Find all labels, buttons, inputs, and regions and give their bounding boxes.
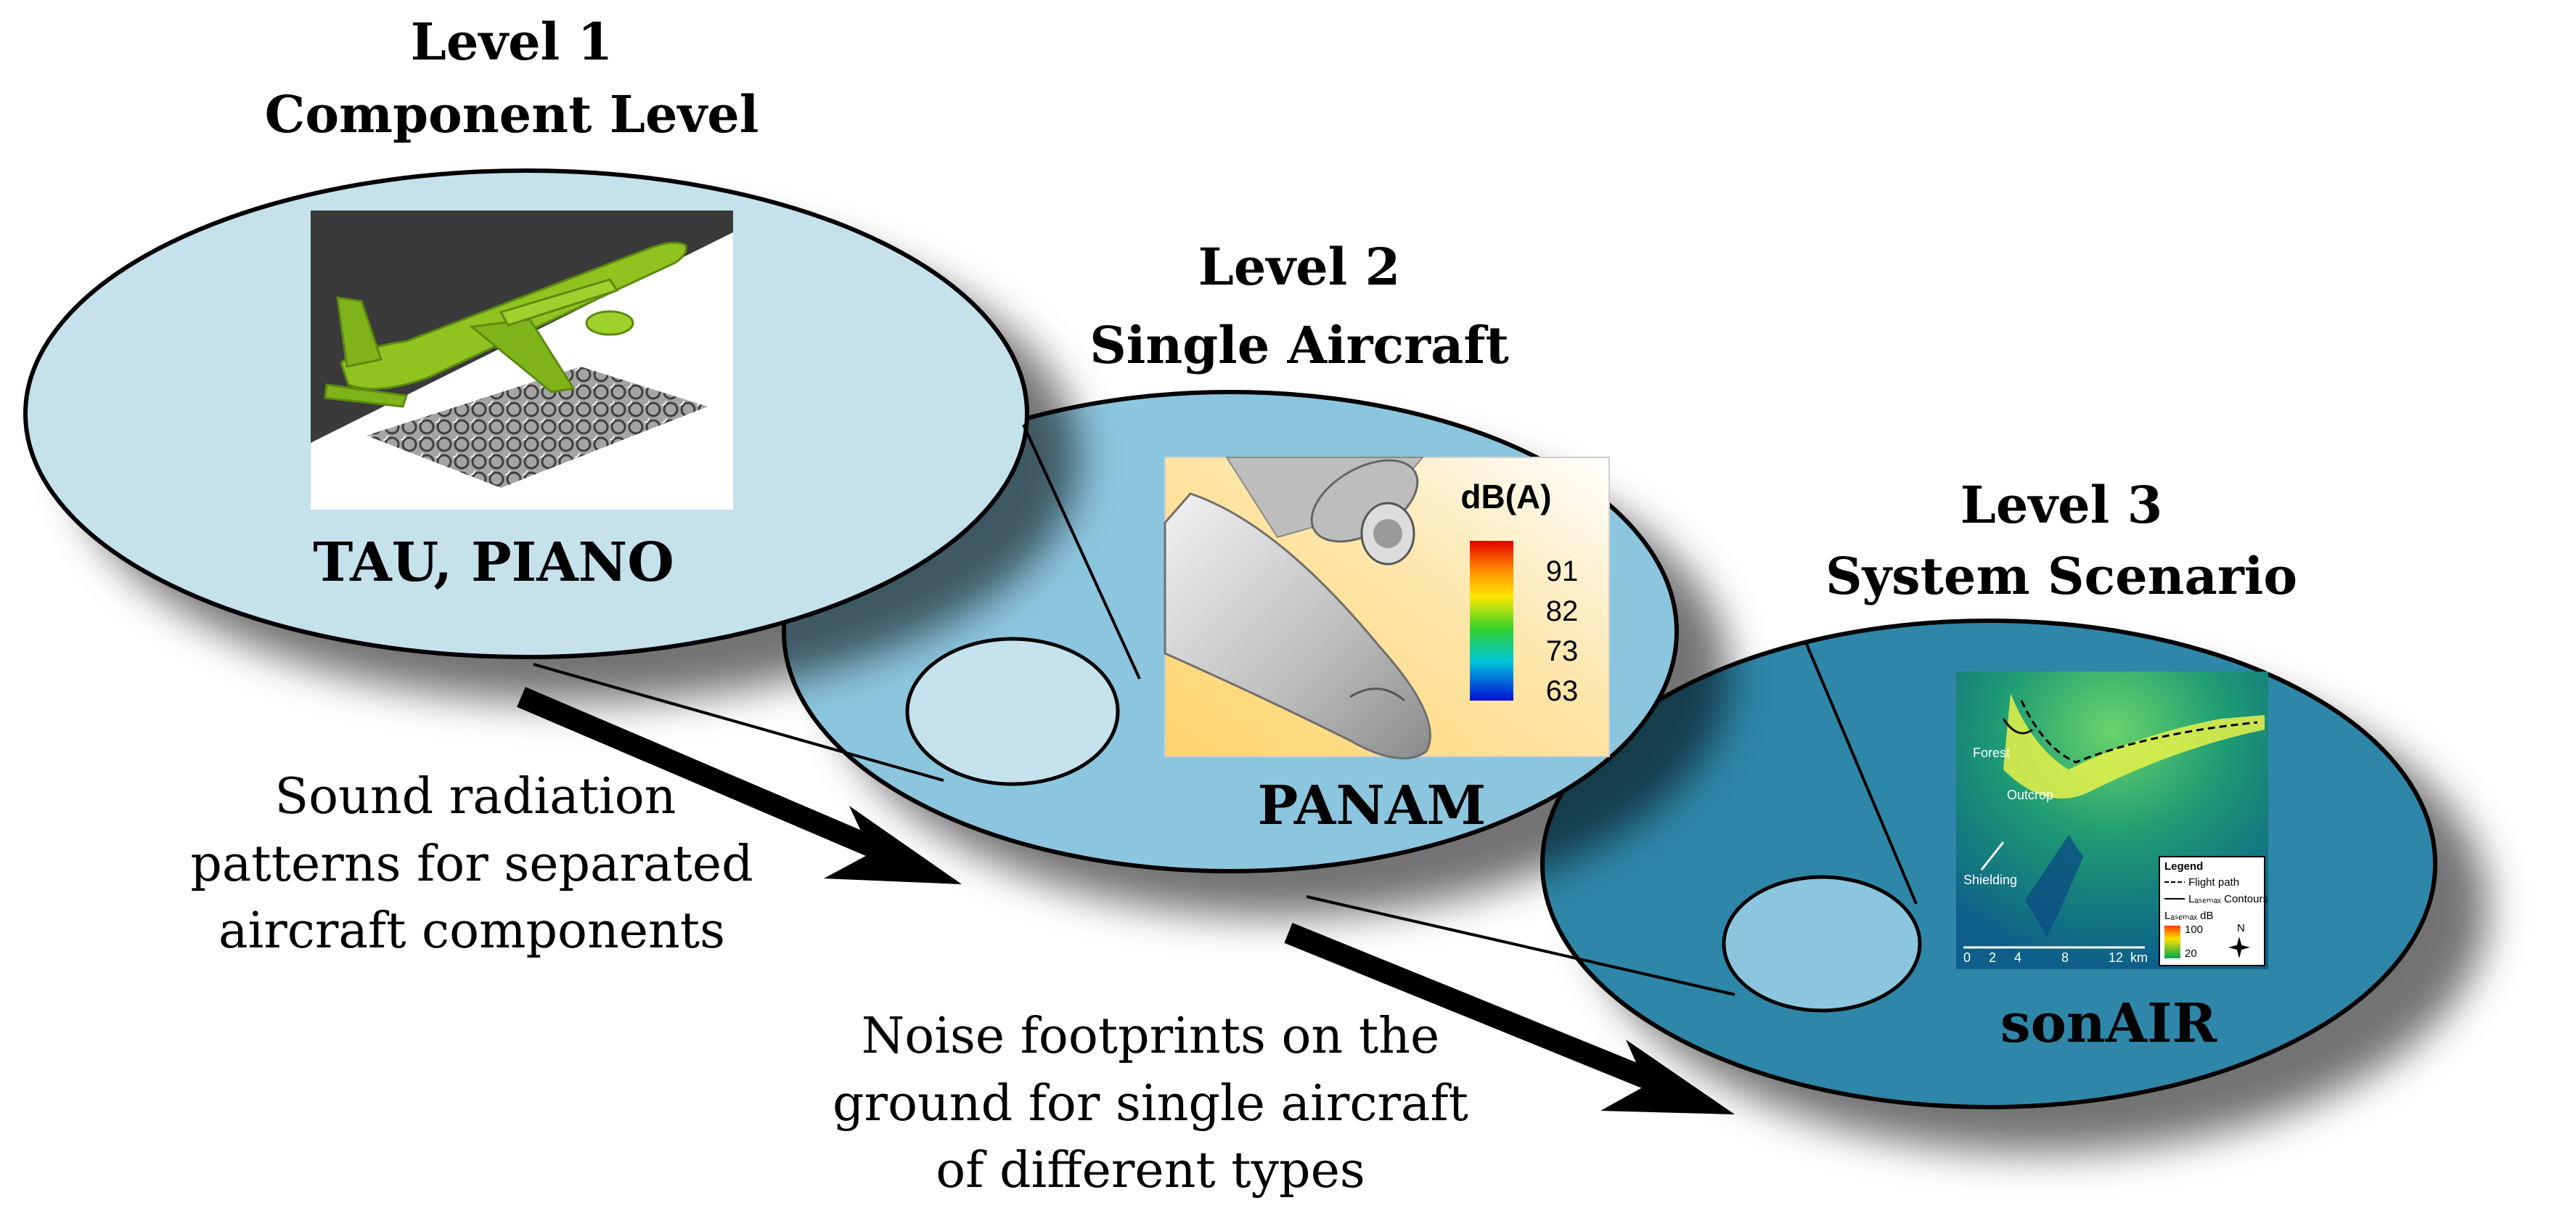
zoom-line-2a xyxy=(1804,642,1918,905)
level3-noise-map-image: Forest Outcrop Shielding Legend Flight p… xyxy=(1956,672,2268,969)
colorbar-unit: dB(A) xyxy=(1460,478,1551,515)
scale-tick-2: 2 xyxy=(1989,950,1996,965)
level2-title-line2: Single Aircraft xyxy=(1089,315,1509,375)
arrow2-line3: of different types xyxy=(936,1142,1365,1199)
scale-tick-0: 0 xyxy=(1963,950,1971,965)
map-label-forest: Forest xyxy=(1973,746,2010,760)
map-scale-bar: 0 2 4 8 12 km xyxy=(1963,946,2148,965)
map-legend-max: 100 xyxy=(2185,923,2203,936)
colorbar-tick-73: 73 xyxy=(1546,635,1579,667)
arrow-level2-to-level3 xyxy=(1284,923,1735,1114)
colorbar-tick-91: 91 xyxy=(1546,555,1579,587)
arrow2-line2: ground for single aircraft xyxy=(833,1075,1468,1133)
zoom-line-1a xyxy=(1022,424,1141,680)
map-legend-title: Legend xyxy=(2164,860,2203,873)
arrow-level1-to-level2 xyxy=(517,687,962,884)
level2-title-line1: Level 2 xyxy=(1198,237,1401,297)
level2-inset-ellipse xyxy=(905,637,1120,786)
arrow1-line1: Sound radiation xyxy=(275,768,676,825)
map-label-shielding: Shielding xyxy=(1963,873,2017,887)
airplane-tail xyxy=(336,296,383,368)
level2-tool-label: PANAM xyxy=(1258,775,1487,837)
scale-tick-4: 4 xyxy=(2014,950,2021,965)
level1-title-line2: Component Level xyxy=(265,84,759,144)
zoom-line-1b xyxy=(533,663,944,782)
noise-contour-band xyxy=(2003,693,2265,799)
map-label-outcrop: Outcrop xyxy=(2007,788,2053,802)
level1-simulation-image xyxy=(311,211,733,510)
decibel-colorbar: dB(A) 91 82 73 63 xyxy=(1460,478,1578,707)
level3-inset-ellipse xyxy=(1722,875,1922,1013)
map-legend-flight-path: Flight path xyxy=(2188,876,2239,889)
level1-tool-label: TAU, PIANO xyxy=(313,531,674,594)
level3-title-line2: System Scenario xyxy=(1825,546,2297,606)
level3-tool-label: sonAIR xyxy=(2000,992,2217,1055)
scale-unit: km xyxy=(2130,950,2148,965)
level1-title-line1: Level 1 xyxy=(411,12,613,72)
arrow1-line3: aircraft components xyxy=(218,902,725,960)
arrow1-line2: patterns for separated xyxy=(190,836,753,893)
arrow2-line1: Noise footprints on the xyxy=(862,1008,1439,1065)
map-legend-north: N xyxy=(2237,922,2245,934)
map-legend-min: 20 xyxy=(2185,947,2197,960)
level2-panam-image: dB(A) 91 82 73 63 xyxy=(1164,457,1610,760)
map-legend: Legend Flight path Lₐₛₑₘₐₓ Contours Lₐₛₑ… xyxy=(2159,856,2268,966)
colorbar-tick-82: 82 xyxy=(1546,595,1579,627)
arrow2-description: Noise footprints on the ground for singl… xyxy=(833,1008,1468,1199)
map-legend-contours: Lₐₛₑₘₐₓ Contours xyxy=(2188,893,2268,905)
panam-fuselage xyxy=(1164,492,1431,760)
arrow1-description: Sound radiation patterns for separated a… xyxy=(190,768,753,960)
zoom-line-2b xyxy=(1306,895,1735,996)
scale-tick-12: 12 xyxy=(2109,950,2123,965)
panam-engine xyxy=(1310,459,1419,566)
map-legend-unit: Lₐₛₑₘₐₓ dB xyxy=(2164,910,2213,922)
compass-icon xyxy=(2228,937,2250,958)
level3-title-line1: Level 3 xyxy=(1960,475,2163,535)
colorbar-tick-63: 63 xyxy=(1546,675,1579,707)
scale-tick-8: 8 xyxy=(2061,950,2069,965)
